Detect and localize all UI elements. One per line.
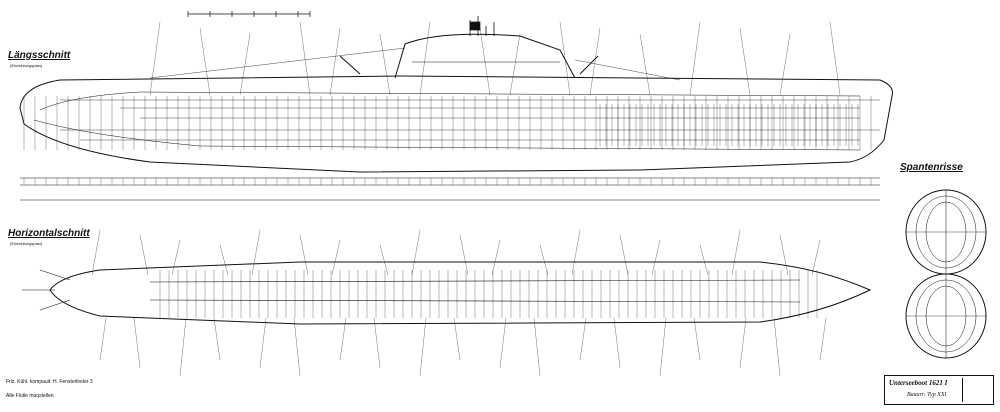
- horizontal-section-subtitle: (Einrichtungsplan): [10, 241, 43, 246]
- longitudinal-interior: [60, 99, 880, 141]
- longitudinal-section-title: Längsschnitt: [8, 50, 71, 61]
- horizontal-hull: [22, 261, 872, 325]
- title-block: Unterseeboot 1621 I Bauart: Typ XXI: [884, 375, 994, 405]
- frame-sections: [905, 189, 987, 359]
- frame-sections-title: Spantenrisse: [900, 162, 963, 173]
- title-block-type: Bauart: Typ XXI: [907, 392, 947, 398]
- note-line-2: Alle Flutle muqstellen: [6, 393, 54, 399]
- interior-hatching: [159, 104, 859, 318]
- title-block-name: Unterseeboot 1621 I: [889, 379, 948, 387]
- frame-ticks: [23, 96, 872, 185]
- horizontal-section-title: Horizontalschnitt: [8, 228, 90, 239]
- frame-ruler: [20, 177, 880, 201]
- scale-bar: [187, 11, 311, 17]
- longitudinal-section-subtitle: (Einrichtungsplan): [10, 63, 43, 68]
- longitudinal-hull: [19, 16, 893, 173]
- title-block-grid: [962, 378, 991, 402]
- note-line-1: Frlz. Kühl. kompauit: H. Fensterlinder 3: [6, 379, 93, 385]
- leader-lines: [91, 21, 841, 377]
